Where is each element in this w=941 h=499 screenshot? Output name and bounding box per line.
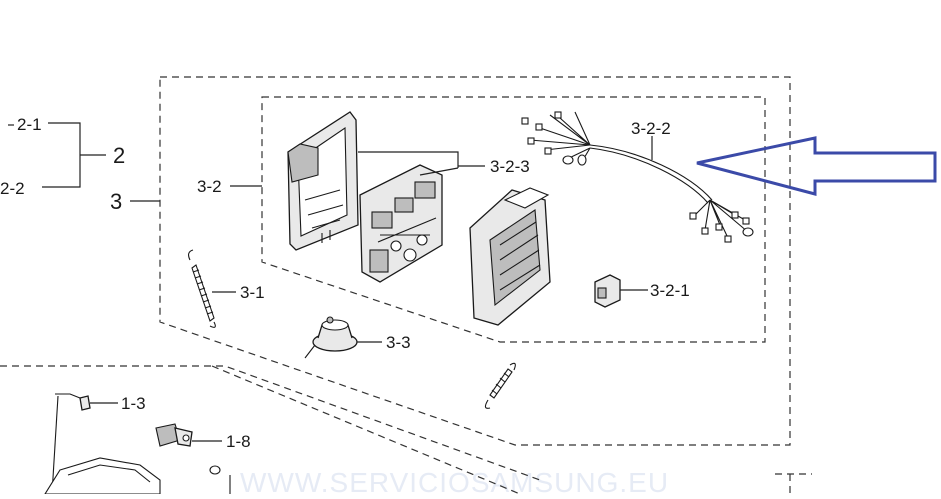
label-2-2: 2-2 [0,179,25,198]
label-3-2-1: 3-2-1 [650,281,690,300]
assembly-1-boundary-inner [211,365,521,495]
leader-3-2-3 [358,151,485,176]
assembly-3-2-boundary [261,96,766,343]
clip-1-3-part [51,393,91,495]
label-2-1: 2-1 [17,115,42,134]
label-3: 3 [110,189,122,214]
pressure-sensor-part [304,316,358,359]
lock-1-8-part [155,423,193,447]
indicator-arrow [696,136,937,196]
label-1-3: 1-3 [121,394,146,413]
label-3-3: 3-3 [386,333,411,352]
watermark-text: WWW.SERVICIOSAMSUNG.EU [240,467,669,494]
spring-3-1-part [187,249,216,328]
bracket-2 [42,122,106,188]
label-3-2-2: 3-2-2 [631,119,671,138]
label-1-8: 1-8 [226,432,251,451]
label-3-1: 3-1 [240,283,265,302]
label-3-2-3: 3-2-3 [490,157,530,176]
label-3-2: 3-2 [197,177,222,196]
assembly-1-boundary [0,365,541,481]
label-2: 2 [113,143,125,168]
frame-fragment-part [44,457,231,495]
spring-lower-part [484,362,516,409]
pcb-housing-part [287,111,359,251]
pcb-cover-part [469,187,551,326]
pcb-board-part [359,164,443,283]
connector-part [594,274,621,308]
wire-harness-part [521,111,754,243]
